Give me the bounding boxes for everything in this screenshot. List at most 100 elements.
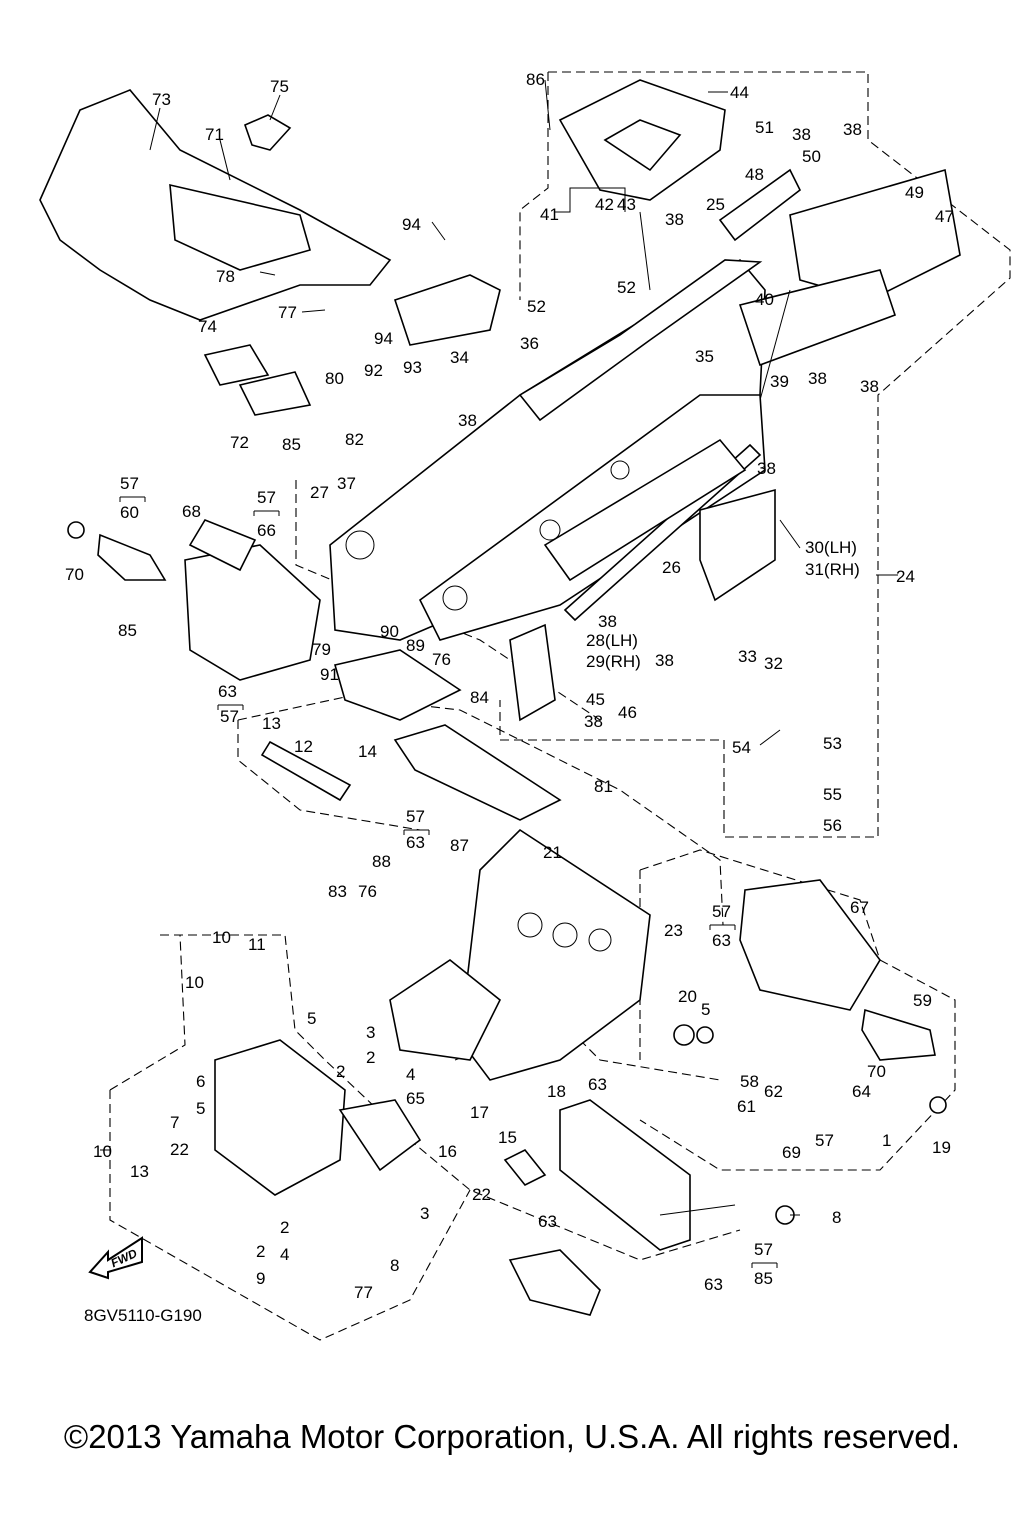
callout: 52 bbox=[527, 297, 546, 316]
callout: 36 bbox=[520, 334, 539, 353]
callout: 12 bbox=[294, 737, 313, 756]
callout: 57 bbox=[815, 1131, 834, 1150]
callout: 38 bbox=[757, 459, 776, 478]
callout: 63 bbox=[218, 682, 237, 701]
callout: 85 bbox=[118, 621, 137, 640]
callout: 38 bbox=[458, 411, 477, 430]
callout: 46 bbox=[618, 703, 637, 722]
callout: 66 bbox=[257, 521, 276, 540]
callout: 64 bbox=[852, 1082, 871, 1101]
callout: 57 bbox=[257, 488, 276, 507]
callout: 13 bbox=[130, 1162, 149, 1181]
bumper-85 bbox=[508, 1249, 601, 1316]
callout: 85 bbox=[754, 1269, 773, 1288]
callout: 86 bbox=[526, 70, 545, 89]
callout: 94 bbox=[374, 329, 393, 348]
callout: 4 bbox=[406, 1065, 415, 1084]
callout: 69 bbox=[782, 1143, 801, 1162]
callout: 5 bbox=[307, 1009, 316, 1028]
callout: 65 bbox=[406, 1089, 425, 1108]
callout: 16 bbox=[438, 1142, 457, 1161]
callout: 72 bbox=[230, 433, 249, 452]
callout: 32 bbox=[764, 654, 783, 673]
callout: 7 bbox=[170, 1113, 179, 1132]
callout: 89 bbox=[406, 636, 425, 655]
copyright-notice: ©2013 Yamaha Motor Corporation, U.S.A. A… bbox=[63, 1418, 961, 1455]
callout: 63 bbox=[588, 1075, 607, 1094]
callout: 77 bbox=[354, 1283, 373, 1302]
bracket-60 bbox=[97, 533, 167, 581]
callout: 3 bbox=[366, 1023, 375, 1042]
callout: 63 bbox=[406, 833, 425, 852]
callout: 38 bbox=[665, 210, 684, 229]
callout: 63 bbox=[712, 931, 731, 950]
callout: 63 bbox=[538, 1212, 557, 1231]
callout: 9 bbox=[256, 1269, 265, 1288]
callout-brackets bbox=[119, 496, 778, 1268]
callout: 79 bbox=[312, 640, 331, 659]
bracket-75 bbox=[243, 114, 292, 151]
top-plate bbox=[558, 79, 726, 201]
callout: 84 bbox=[470, 688, 489, 707]
callout: 2 bbox=[366, 1048, 375, 1067]
callout: 48 bbox=[745, 165, 764, 184]
plate-89 bbox=[333, 649, 462, 721]
callout: 26 bbox=[662, 558, 681, 577]
callout: 30(LH) bbox=[805, 538, 857, 557]
callout: 10 bbox=[93, 1142, 112, 1161]
bracket-67 bbox=[739, 879, 881, 1011]
callout: 82 bbox=[345, 430, 364, 449]
callout: 58 bbox=[740, 1072, 759, 1091]
callout: 70 bbox=[867, 1062, 886, 1081]
callout: 53 bbox=[823, 734, 842, 753]
callout: 61 bbox=[737, 1097, 756, 1116]
callout: 57 bbox=[754, 1240, 773, 1259]
callout: 31(RH) bbox=[805, 560, 860, 579]
callout: 80 bbox=[325, 369, 344, 388]
callout: 38 bbox=[655, 651, 674, 670]
callout: 38 bbox=[584, 712, 603, 731]
running-board-rail bbox=[543, 438, 762, 622]
callout: 77 bbox=[278, 303, 297, 322]
callout: 33 bbox=[738, 647, 757, 666]
callout: 47 bbox=[935, 207, 954, 226]
callout: 17 bbox=[470, 1103, 489, 1122]
callout: 54 bbox=[732, 738, 751, 757]
callout: 19 bbox=[932, 1138, 951, 1157]
pad-74 bbox=[203, 344, 270, 386]
callout: 14 bbox=[358, 742, 377, 761]
callout: 1 bbox=[882, 1131, 891, 1150]
callout: 8 bbox=[832, 1208, 841, 1227]
callout: 51 bbox=[755, 118, 774, 137]
callout: 11 bbox=[248, 935, 266, 954]
callout: 50 bbox=[802, 147, 821, 166]
callout: 44 bbox=[730, 83, 749, 102]
callout: 67 bbox=[850, 898, 869, 917]
callout: 57 bbox=[712, 902, 731, 921]
callout: 5 bbox=[196, 1099, 205, 1118]
callout: 88 bbox=[372, 852, 391, 871]
diagram-code: 8GV5110-G190 bbox=[84, 1306, 202, 1325]
pad-72 bbox=[238, 371, 312, 416]
plate-14 bbox=[393, 724, 562, 821]
callout: 85 bbox=[282, 435, 301, 454]
callout: 42 bbox=[595, 195, 614, 214]
heat-exchanger bbox=[559, 1099, 691, 1251]
callout: 13 bbox=[262, 714, 281, 733]
callout: 49 bbox=[905, 183, 924, 202]
callout: 38 bbox=[843, 120, 862, 139]
callout: 37 bbox=[337, 474, 356, 493]
callout: 55 bbox=[823, 785, 842, 804]
callout: 60 bbox=[120, 503, 139, 522]
front-crossmember bbox=[184, 519, 321, 681]
callout: 63 bbox=[704, 1275, 723, 1294]
callout: 57 bbox=[220, 707, 239, 726]
callout: 43 bbox=[617, 195, 636, 214]
callout: 62 bbox=[764, 1082, 783, 1101]
nose-cover bbox=[39, 89, 392, 321]
callout: 6 bbox=[196, 1072, 205, 1091]
callout: 38 bbox=[598, 612, 617, 631]
callout: 29(RH) bbox=[586, 652, 641, 671]
callout: 93 bbox=[403, 358, 422, 377]
callout: 28(LH) bbox=[586, 631, 638, 650]
